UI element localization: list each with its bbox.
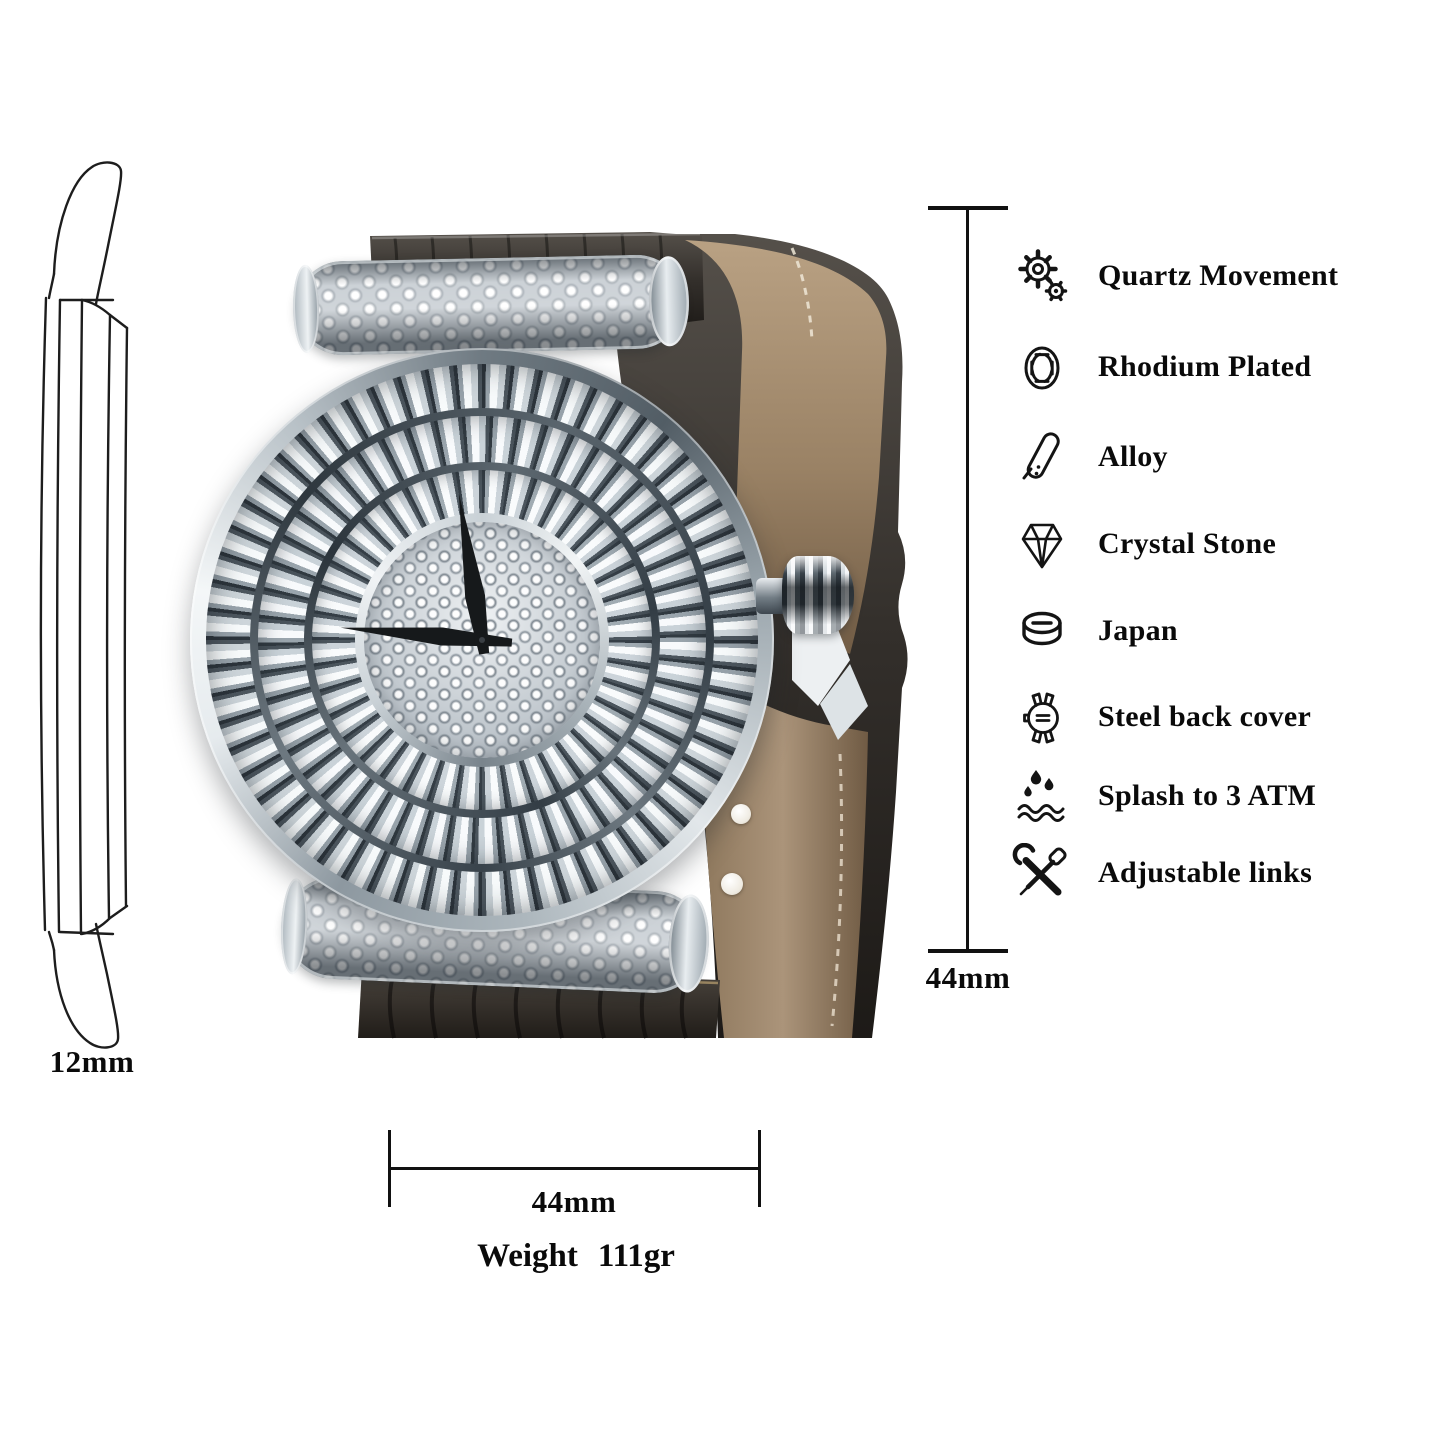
weight-value: 111gr — [597, 1238, 675, 1274]
watch-side-profile-drawing — [39, 161, 129, 1049]
bottom-lug-curve — [52, 922, 120, 1049]
feature-label: Rhodium Plated — [1098, 350, 1312, 383]
feature-label: Alloy — [1098, 440, 1168, 473]
minute-hand — [340, 627, 513, 647]
gears-icon — [1012, 246, 1072, 306]
weight-label: Weight — [477, 1238, 578, 1274]
feature-row-quartz-movement: Quartz Movement — [1012, 238, 1338, 314]
feature-label: Crystal Stone — [1098, 527, 1277, 560]
strap-lining-upper — [685, 240, 887, 654]
feature-row-crystal-stone: Crystal Stone — [1012, 506, 1276, 582]
top-lug-bar — [295, 253, 685, 357]
feature-label: Adjustable links — [1098, 856, 1313, 889]
width-dimension-line — [389, 1167, 760, 1170]
height-dimension-line — [966, 208, 969, 953]
bezel-ring-icon — [1012, 337, 1072, 397]
feature-label: Quartz Movement — [1098, 259, 1339, 292]
width-dimension-tick — [758, 1130, 761, 1207]
water-drops-icon — [1012, 766, 1072, 826]
feature-row-rhodium-plated: Rhodium Plated — [1012, 329, 1311, 405]
weight-caption: Weight 111gr — [399, 1238, 753, 1275]
feature-row-japan: Japan — [1012, 593, 1178, 669]
feature-label: Splash to 3 ATM — [1098, 779, 1317, 812]
strap-hole — [731, 804, 751, 824]
feature-label: Steel back cover — [1098, 700, 1312, 733]
case-back-icon — [1012, 687, 1072, 747]
width-dimension-tick — [388, 1130, 391, 1207]
thickness-dimension-label: 12mm — [49, 1044, 135, 1079]
height-dimension-tick — [928, 949, 1008, 953]
tools-icon — [1012, 843, 1072, 903]
feature-row-alloy: Alloy — [1012, 419, 1168, 495]
height-dimension-label: 44mm — [925, 960, 1011, 995]
strap-highlight — [820, 664, 868, 740]
feature-row-steel-back-cover: Steel back cover — [1012, 679, 1311, 755]
movement-drum-icon — [1012, 601, 1072, 661]
strap-hole — [721, 873, 743, 895]
feature-row-splash-3atm: Splash to 3 ATM — [1012, 758, 1316, 834]
feature-label: Japan — [1098, 614, 1178, 647]
diamond-icon — [1012, 514, 1072, 574]
top-lug-curve — [52, 161, 123, 306]
feature-row-adjustable-links: Adjustable links — [1012, 835, 1312, 911]
height-dimension-tick — [928, 206, 1008, 210]
watch-hands — [340, 493, 513, 655]
crown — [782, 556, 854, 634]
alloy-bar-icon — [1012, 427, 1072, 487]
hour-hand — [458, 493, 490, 655]
width-dimension-label: 44mm — [531, 1184, 617, 1219]
stitch-line-lower — [830, 753, 844, 1027]
strap-highlight — [792, 614, 850, 706]
watch-photo — [180, 232, 908, 1040]
stitch-line-upper — [790, 247, 814, 341]
